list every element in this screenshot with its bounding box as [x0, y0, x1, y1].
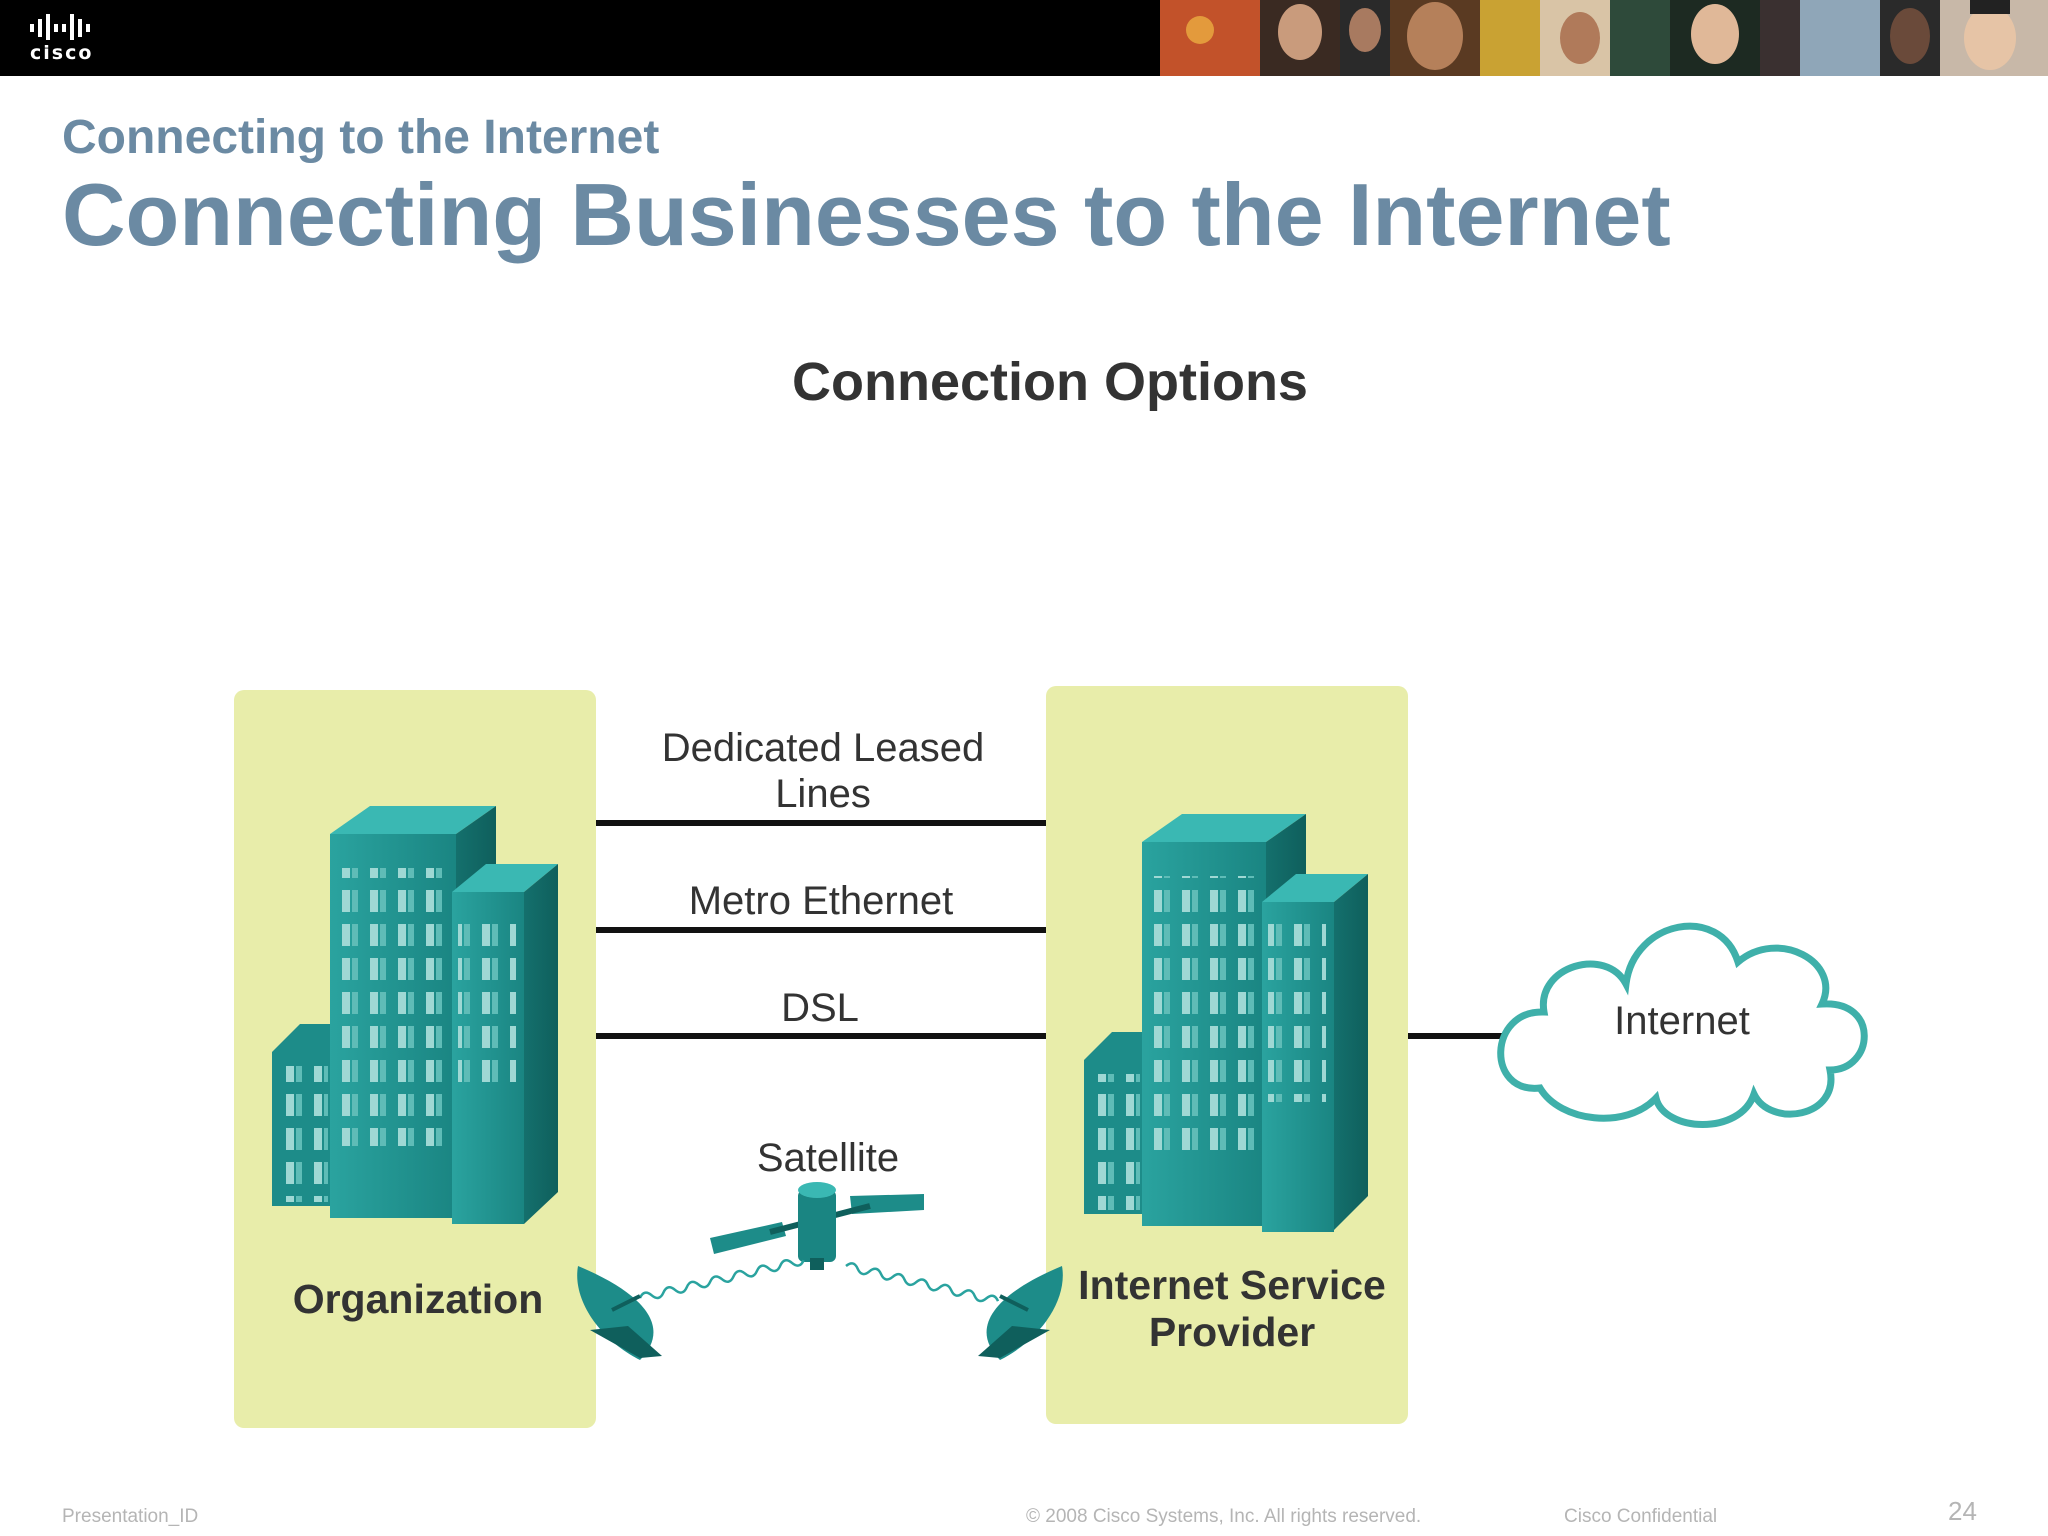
- internet-label: Internet: [1614, 999, 1750, 1043]
- slide-title: Connecting Businesses to the Internet: [62, 165, 1671, 264]
- confidential-notice: Cisco Confidential: [1564, 1506, 1718, 1527]
- metro-ethernet-label: Metro Ethernet: [689, 879, 954, 923]
- org-satellite-dish-icon: [577, 1266, 662, 1360]
- dsl-label: DSL: [781, 986, 859, 1030]
- cisco-wordmark: cisco: [30, 42, 94, 64]
- people-photo-strip: [1160, 0, 2048, 76]
- copyright-notice: © 2008 Cisco Systems, Inc. All rights re…: [1026, 1506, 1422, 1527]
- satellite-icon: [710, 1182, 924, 1270]
- page-number: 24: [1948, 1496, 1977, 1526]
- section-subtitle: Connecting to the Internet: [62, 111, 660, 164]
- satellite-signal-waves: [638, 1259, 1000, 1303]
- organization-building-icon: [272, 806, 558, 1224]
- isp-satellite-dish-icon: [978, 1266, 1063, 1360]
- cisco-logo: cisco: [30, 10, 130, 66]
- leased-lines-label-1: Dedicated Leased: [662, 726, 984, 770]
- isp-label-line2: Provider: [1149, 1309, 1315, 1355]
- leased-lines-label-2: Lines: [775, 772, 871, 816]
- cisco-bars-icon: [30, 14, 90, 42]
- satellite-label: Satellite: [757, 1136, 899, 1180]
- diagram-heading: Connection Options: [792, 352, 1308, 412]
- presentation-id: Presentation_ID: [62, 1506, 199, 1527]
- organization-label: Organization: [293, 1276, 544, 1322]
- isp-label-line1: Internet Service: [1078, 1262, 1386, 1308]
- header-bar: cisco: [0, 0, 2048, 76]
- isp-building-icon: [1084, 814, 1368, 1232]
- internet-cloud-icon: [1497, 922, 1868, 1128]
